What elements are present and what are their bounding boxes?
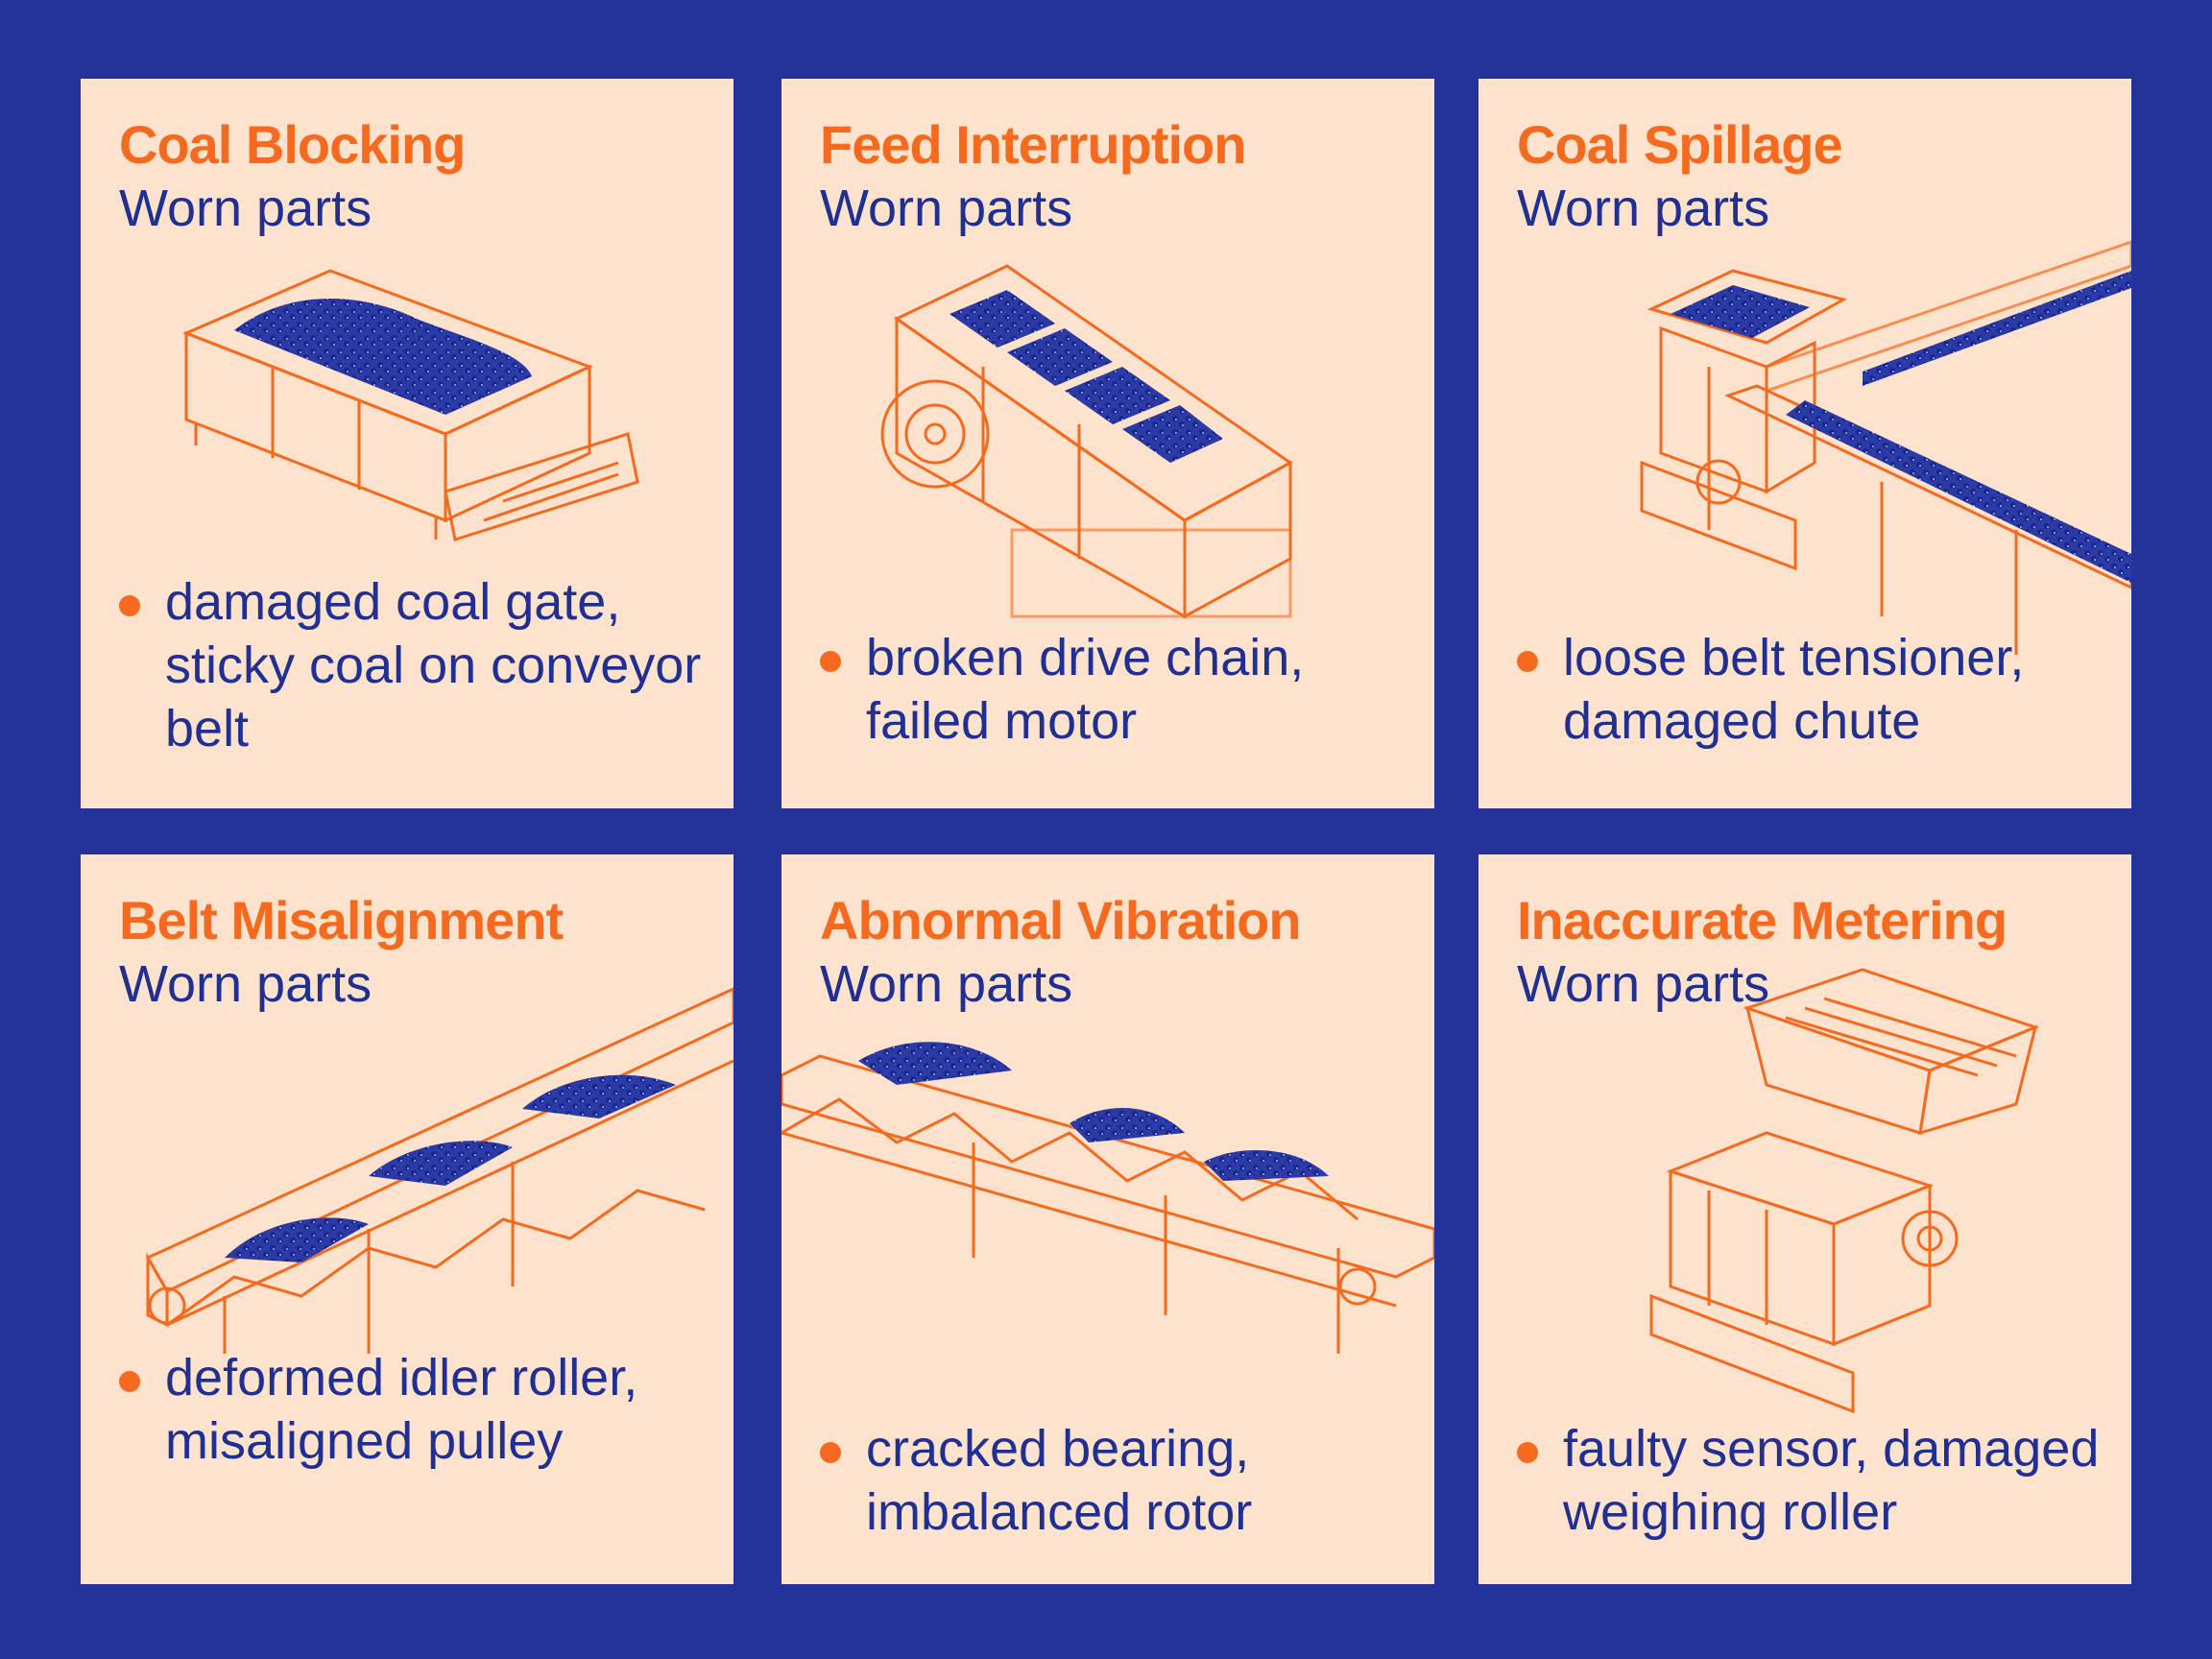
bullet-item: cracked bearing, imbalanced rotor xyxy=(820,1417,1423,1544)
panel-abnormal-vibration: Abnormal Vibration Worn parts cracked be… xyxy=(781,854,1434,1584)
panel-inaccurate-metering: Inaccurate Metering Worn parts faulty se… xyxy=(1479,854,2131,1584)
panel-feed-interruption: Feed Interruption Worn parts broken driv… xyxy=(781,79,1434,808)
belt-conveyor-illustration xyxy=(145,987,733,1354)
panel-title: Inaccurate Metering xyxy=(1517,890,2008,950)
panel-belt-misalignment: Belt Misalignment Worn parts deformed id… xyxy=(81,854,733,1584)
bullet-text: faulty sensor, damaged weighing roller xyxy=(1563,1420,2100,1541)
bullet-text: deformed idler roller, misaligned pulley xyxy=(165,1349,638,1470)
panel-title: Coal Spillage xyxy=(1517,114,1843,175)
metering-crusher-illustration xyxy=(1649,968,2040,1414)
bullet-text: cracked bearing, imbalanced rotor xyxy=(866,1420,1253,1541)
coal-pile-icon xyxy=(234,298,532,415)
vibrating-screen-illustration xyxy=(880,264,1293,619)
panel-title: Abnormal Vibration xyxy=(820,890,1302,950)
panel-title: Coal Blocking xyxy=(119,114,466,175)
bullet-dot-icon xyxy=(1517,651,1538,672)
panel-subtitle: Worn parts xyxy=(1517,955,1770,1013)
panel-subtitle: Worn parts xyxy=(820,180,1073,237)
bullet-dot-icon xyxy=(820,651,841,672)
bullet-dot-icon xyxy=(1517,1442,1538,1463)
long-conveyor-illustration xyxy=(781,1042,1434,1354)
bullet-item: deformed idler roller, misaligned pulley xyxy=(119,1346,722,1473)
bullet-text: loose belt tensioner, damaged chute xyxy=(1563,629,2025,750)
panel-subtitle: Worn parts xyxy=(1517,180,1770,237)
coal-bin-illustration xyxy=(182,269,639,541)
bullet-item: damaged coal gate, sticky coal on convey… xyxy=(119,570,722,760)
bullet-dot-icon xyxy=(119,1371,140,1392)
crusher-conveyor-illustration xyxy=(1640,240,2131,655)
panel-subtitle: Worn parts xyxy=(119,180,373,237)
bullet-item: broken drive chain, failed motor xyxy=(820,626,1423,753)
bullet-dot-icon xyxy=(820,1442,841,1463)
panel-title: Belt Misalignment xyxy=(119,890,564,950)
bullet-text: broken drive chain, failed motor xyxy=(866,629,1305,750)
bullet-item: loose belt tensioner, damaged chute xyxy=(1517,626,2120,753)
panel-title: Feed Interruption xyxy=(820,114,1246,175)
bullet-item: faulty sensor, damaged weighing roller xyxy=(1517,1417,2120,1544)
panel-coal-spillage: Coal Spillage Worn parts loose belt tens… xyxy=(1479,79,2131,808)
panel-subtitle: Worn parts xyxy=(119,955,373,1013)
panel-coal-blocking: Coal Blocking Worn parts damaged coal ga… xyxy=(81,79,733,808)
bullet-text: damaged coal gate, sticky coal on convey… xyxy=(165,573,702,757)
bullet-dot-icon xyxy=(119,595,140,616)
panel-subtitle: Worn parts xyxy=(820,955,1073,1013)
